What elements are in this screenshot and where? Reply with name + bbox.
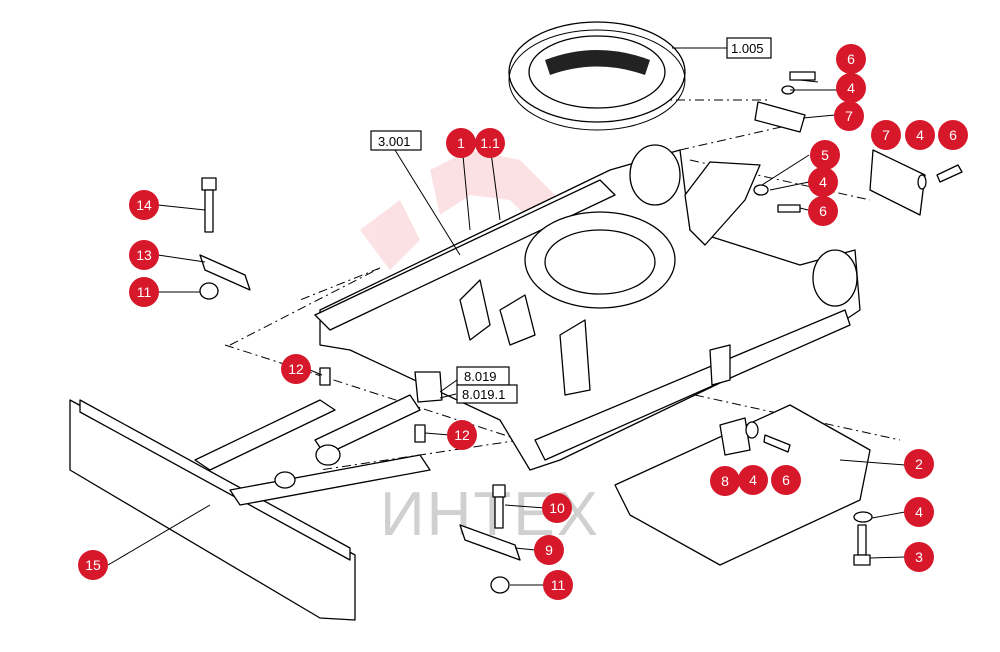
callout-8: 8 [710,466,740,496]
callout-1-1: 1.1 [475,128,505,158]
callout-label: 4 [749,472,757,488]
callout-label: 5 [821,147,829,163]
reference-label: 3.001 [378,134,411,149]
callout-label: 9 [545,542,553,558]
callout-label: 12 [454,427,470,443]
plate-7-top [754,101,806,133]
cover-plate-5 [684,161,761,246]
callout-1: 1 [446,128,476,158]
callout-14: 14 [129,190,159,220]
callout-10: 10 [542,493,572,523]
callout-12: 12 [447,420,477,450]
plate-7-right [869,149,926,216]
callout-4: 4 [904,497,934,527]
dozer-blade-assembly [69,394,431,621]
callout-13: 13 [129,240,159,270]
leader-lines [107,47,906,586]
callout-15: 15 [78,550,108,580]
callout-3: 3 [904,542,934,572]
callout-label: 8 [721,473,729,489]
callout-2: 2 [904,449,934,479]
reference-label: 8.019.1 [462,387,505,402]
callout-label: 6 [949,127,957,143]
callout-label: 4 [916,127,924,143]
callout-label: 12 [288,361,304,377]
callout-5: 5 [810,140,840,170]
reference-box-1005: 1.005 [726,37,772,59]
callout-label: 13 [136,247,152,263]
callout-7: 7 [871,120,901,150]
callout-label: 3 [915,549,923,565]
callout-4: 4 [738,465,768,495]
callout-6: 6 [808,196,838,226]
callout-label: 11 [551,577,566,593]
callout-9: 9 [534,535,564,565]
callouts: 6 4 7 1 1.1 7 4 6 5 4 6 14 13 11 12 12 2… [78,44,968,600]
callout-7: 7 [834,101,864,131]
callout-label: 4 [915,504,923,520]
hardware [199,71,963,594]
callout-4: 4 [836,73,866,103]
callout-label: 7 [882,127,890,143]
callout-label: 6 [819,203,827,219]
callout-label: 1 [457,135,465,151]
callout-label: 1.1 [480,135,500,151]
callout-label: 10 [549,500,565,516]
callout-label: 4 [847,80,855,96]
slewing-ring [508,21,686,131]
callout-label: 14 [136,197,152,213]
callout-label: 7 [845,108,853,124]
callout-label: 6 [847,51,855,67]
callout-6: 6 [836,44,866,74]
plate-8 [719,417,751,456]
callout-12: 12 [281,354,311,384]
callout-label: 15 [85,557,101,573]
callout-4: 4 [808,167,838,197]
undercarriage-frame [314,144,861,471]
callout-4: 4 [905,120,935,150]
callout-label: 11 [137,284,152,300]
callout-6: 6 [771,465,801,495]
callout-label: 4 [819,174,827,190]
callout-11: 11 [543,570,573,600]
reference-box-8019: 8.019 [456,366,510,386]
reference-box-3001: 3.001 [370,130,422,151]
callout-label: 6 [782,472,790,488]
callout-11: 11 [129,277,159,307]
reference-label: 1.005 [731,41,764,56]
callout-6: 6 [938,120,968,150]
reference-label: 8.019 [464,369,497,384]
reference-box-80191: 8.019.1 [456,384,518,404]
callout-label: 2 [915,456,923,472]
